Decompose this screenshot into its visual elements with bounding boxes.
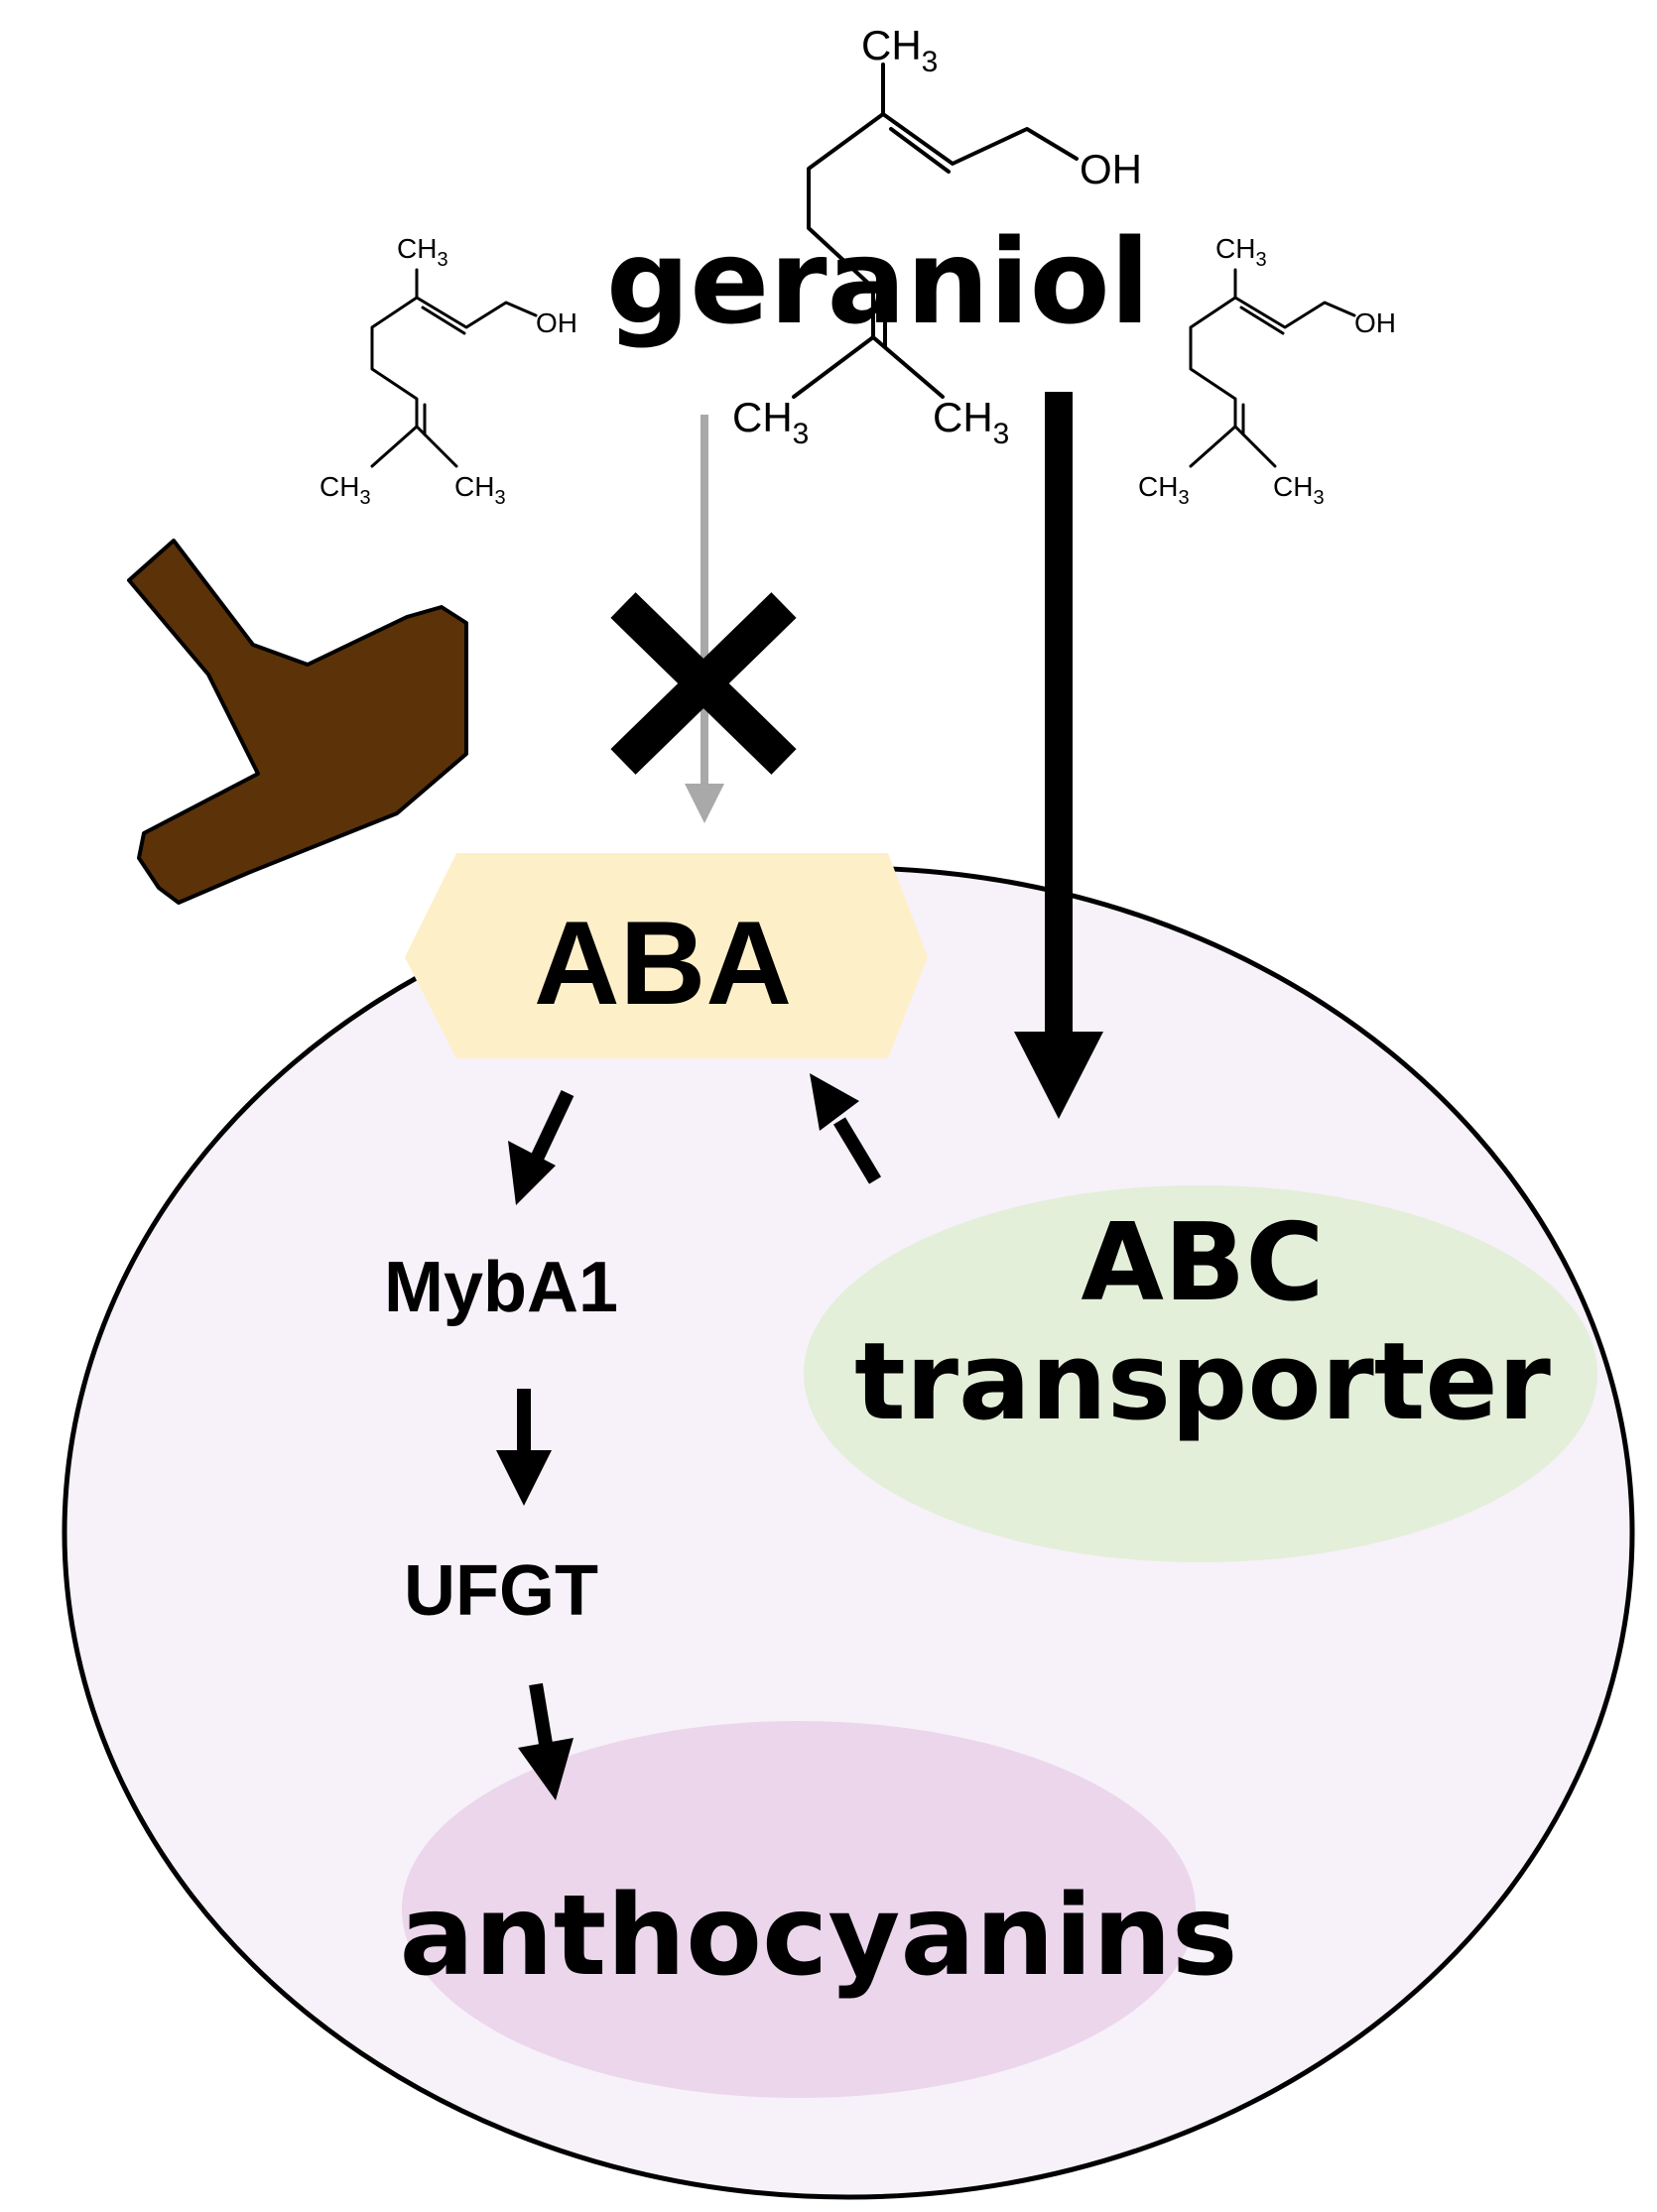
right-oh: OH <box>1354 307 1396 338</box>
center-oh: OH <box>1080 146 1142 192</box>
geraniol-title: geraniol <box>606 213 1150 350</box>
arrow-aba-to-myba1 <box>508 1090 574 1205</box>
right-ch3-bottom-left: CH3 <box>1138 471 1190 509</box>
right-ch3-bottom-right: CH3 <box>1273 471 1325 509</box>
arrow-ufgt-to-anthocyanins <box>518 1682 574 1800</box>
anthocyanins-label: anthocyanins <box>399 1872 1237 2001</box>
right-ch3-top: CH3 <box>1215 233 1267 271</box>
abc-label-line1: ABC <box>1081 1201 1324 1325</box>
left-ch3-bottom-left: CH3 <box>319 471 371 509</box>
ufgt-label: UFGT <box>404 1551 598 1631</box>
geraniol-structure-left: CH3 OH CH3 CH3 <box>319 233 577 509</box>
arrow-myba1-to-ufgt <box>496 1389 552 1506</box>
arrow-abc-to-aba <box>810 1073 882 1184</box>
abc-transporter-ellipse <box>804 1185 1597 1562</box>
arrow-geraniol-to-abc <box>1014 392 1103 1119</box>
myba1-label: MybA1 <box>384 1248 618 1327</box>
anthocyanins-blob <box>402 1721 1196 2098</box>
center-ch3-bottom-right: CH3 <box>933 394 1009 450</box>
abc-label-line2: transporter <box>854 1320 1551 1444</box>
grape-stem <box>127 539 468 905</box>
center-ch3-top: CH3 <box>861 22 938 78</box>
center-ch3-bottom-left: CH3 <box>732 394 809 450</box>
left-ch3-bottom-right: CH3 <box>454 471 506 509</box>
aba-label: ABA <box>534 897 792 1030</box>
block-x-icon <box>610 592 797 775</box>
blocked-arrow <box>685 415 724 823</box>
geraniol-structure-right: CH3 OH CH3 CH3 <box>1138 233 1396 509</box>
geraniol-structure-center: CH3 OH CH3 CH3 <box>732 22 1142 450</box>
left-ch3-top: CH3 <box>397 233 448 271</box>
aba-hexagon <box>405 853 928 1058</box>
left-oh: OH <box>536 307 577 338</box>
